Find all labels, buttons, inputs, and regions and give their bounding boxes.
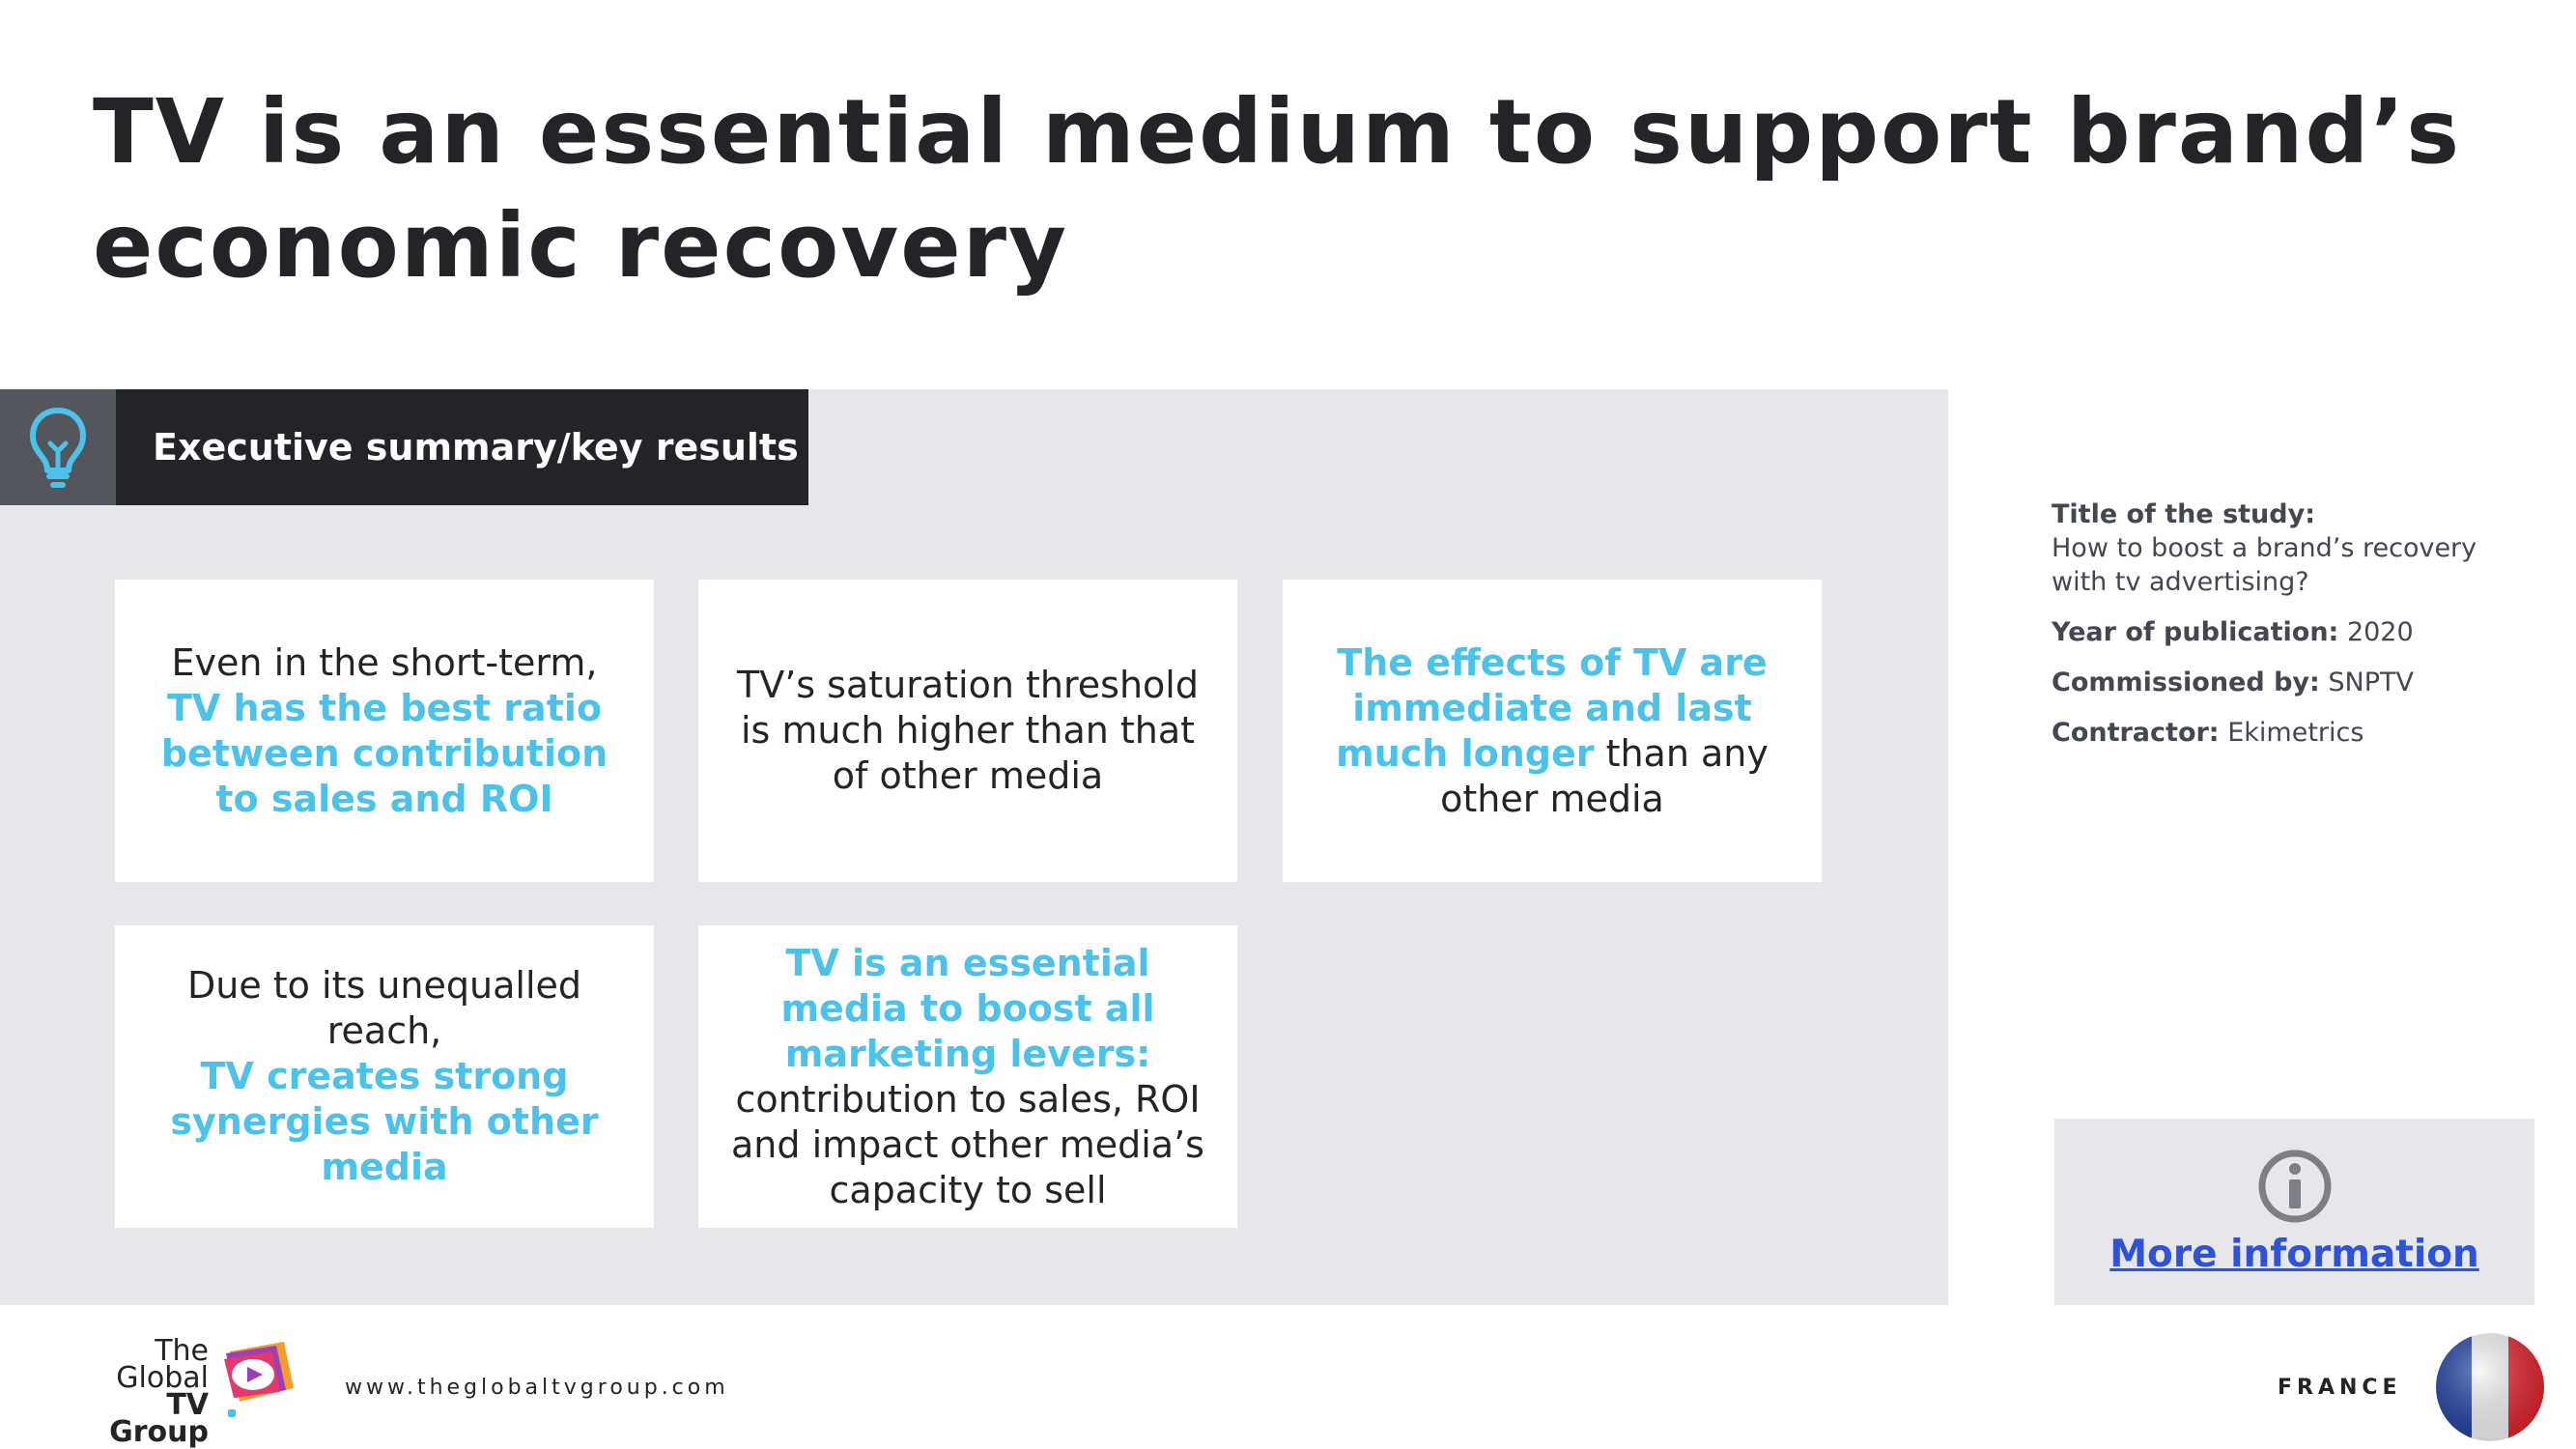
result-card-2: TV’s saturation threshold is much higher… [698,580,1237,882]
card-plain-text: TV’s saturation threshold is much higher… [737,664,1199,797]
card-highlight-text: TV is an essential media to boost all ma… [780,941,1155,1075]
study-title-label: Title of the study: [2052,499,2316,529]
lightbulb-icon-box [0,389,116,505]
page-title-line2: economic recovery [93,194,1069,298]
lightbulb-icon [30,408,86,488]
more-information-box: More information [2054,1119,2534,1305]
study-contractor-label: Contractor: [2052,718,2220,748]
logo-line2: Global [116,1361,209,1395]
executive-summary-header: Executive summary/key results [0,389,808,505]
study-details: Title of the study: How to boost a brand… [2052,497,2534,766]
result-card-text: TV is an essential media to boost all ma… [720,941,1216,1213]
study-contractor-row: Contractor: Ekimetrics [2052,716,2534,750]
result-card-1: Even in the short-term, TV has the best … [115,580,654,882]
study-title-value: How to boost a brand’s recovery with tv … [2052,533,2477,597]
result-card-text: Even in the short-term, TV has the best … [136,640,633,822]
study-commissioned-value: SNPTV [2328,668,2415,697]
page-title-line1: TV is an essential medium to support bra… [93,80,2462,184]
card-highlight-text: TV has the best ratio between contributi… [160,686,609,820]
country-label: FRANCE [2278,1376,2402,1400]
card-plain-text: Even in the short-term, [171,640,598,684]
header-label-box: Executive summary/key results [116,389,808,505]
result-card-text: The effects of TV are immediate and last… [1304,640,1800,822]
card-plain-text: Due to its unequalled reach, [186,964,582,1052]
page-title: TV is an essential medium to support bra… [93,75,2507,303]
logo-line1: The [155,1334,209,1368]
result-card-3: The effects of TV are immediate and last… [1283,580,1822,882]
result-card-4: Due to its unequalled reach, TV creates … [115,925,654,1228]
card-plain-text: contribution to sales, ROI and impact ot… [731,1077,1204,1211]
card-highlight-text: TV creates strong synergies with other m… [170,1055,599,1188]
executive-summary-title: Executive summary/key results [153,426,799,469]
website-url: www.theglobaltvgroup.com [345,1376,729,1400]
more-information-link[interactable]: More information [2109,1233,2479,1276]
logo-line3: TV Group [109,1388,209,1449]
study-title-row: Title of the study: How to boost a brand… [2052,497,2534,599]
study-contractor-value: Ekimetrics [2227,718,2364,748]
result-card-text: TV’s saturation threshold is much higher… [720,663,1216,799]
card-highlight-text: The effects of TV are immediate and last… [1336,640,1768,775]
study-year-value: 2020 [2346,617,2414,647]
study-year-row: Year of publication: 2020 [2052,615,2534,649]
global-tv-group-logo: The Global TV Group [70,1334,301,1447]
france-flag-icon [2436,1333,2544,1441]
study-year-label: Year of publication: [2052,617,2339,647]
logo-play-icon [224,1342,294,1417]
card-plain-text: than any other media [1440,731,1769,820]
study-commissioned-label: Commissioned by: [2052,668,2320,697]
study-commissioned-row: Commissioned by: SNPTV [2052,666,2534,699]
result-card-5: TV is an essential media to boost all ma… [698,925,1237,1228]
result-card-text: Due to its unequalled reach, TV creates … [136,963,633,1190]
info-icon [2258,1150,2331,1223]
